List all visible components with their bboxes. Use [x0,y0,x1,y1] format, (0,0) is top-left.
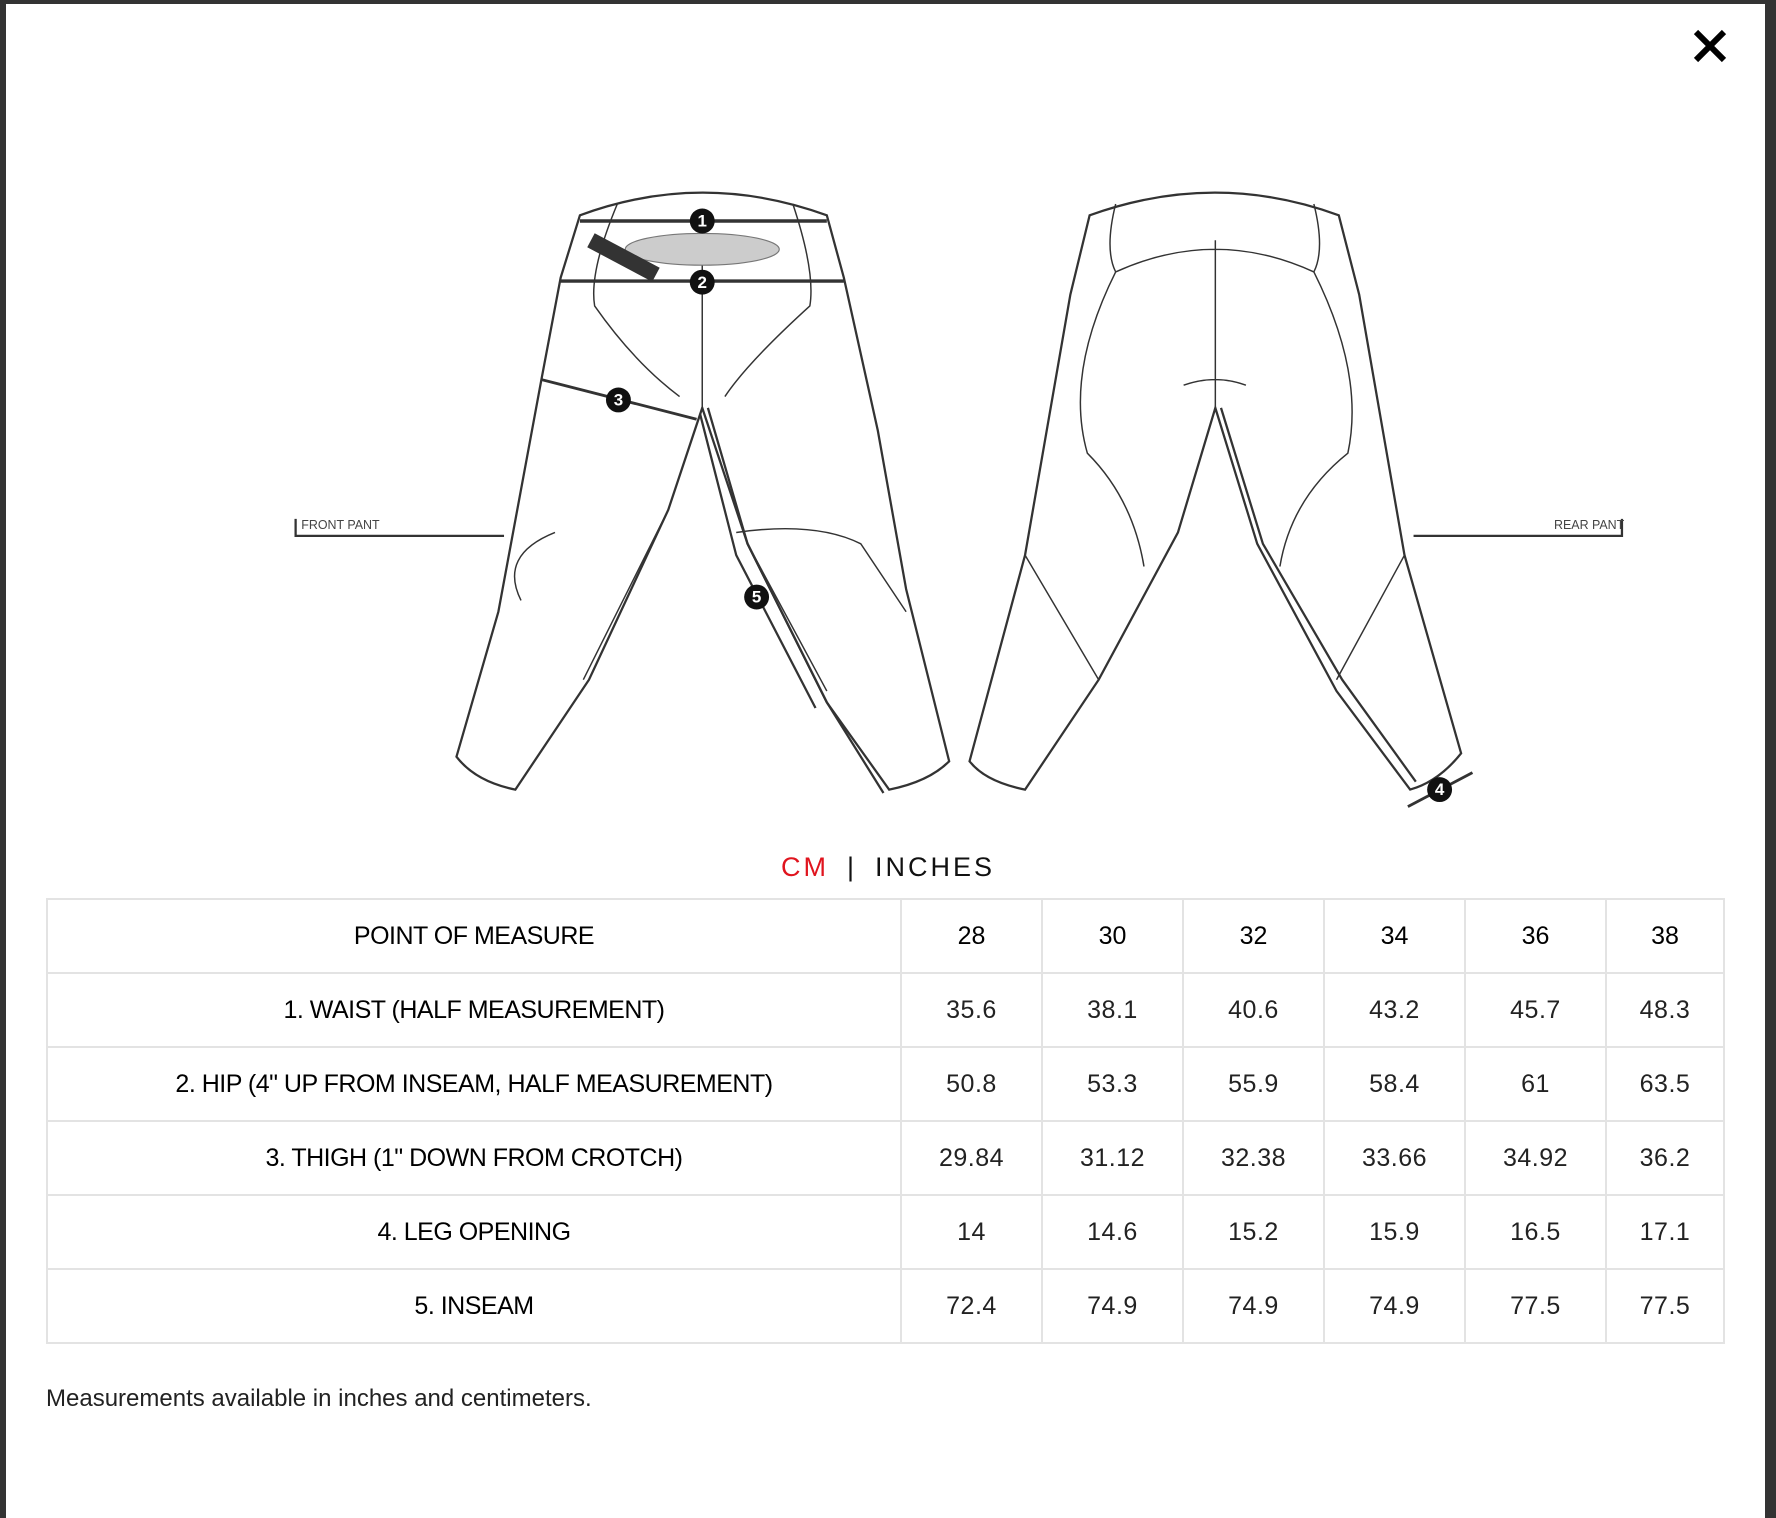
measurement-cell: 38.1 [1041,972,1184,1048]
row-label: 3. THIGH (1" DOWN FROM CROTCH) [46,1120,902,1196]
unit-cm-tab[interactable]: CM [780,852,829,882]
measurement-cell: 15.9 [1323,1194,1466,1270]
marker-5-label: 5 [752,588,761,607]
waist-buckle [587,233,660,282]
measurement-cell: 40.6 [1182,972,1325,1048]
measurement-cell: 43.2 [1323,972,1466,1048]
table-row: 2. HIP (4" UP FROM INSEAM, HALF MEASUREM… [46,1046,1725,1122]
header-size: 30 [1041,898,1184,974]
marker-1-icon [689,208,715,234]
marker-1-label: 1 [698,212,707,231]
measurement-cell: 72.4 [900,1268,1043,1344]
rear-pant-seams [1024,203,1406,681]
measurement-cell: 14.6 [1041,1194,1184,1270]
marker-2-icon [689,269,715,295]
measurement-note: Measurements available in inches and cen… [46,1385,592,1412]
front-label-line [294,518,505,537]
waist-shade [624,232,780,266]
measurement-cell: 58.4 [1323,1046,1466,1122]
measurement-cell: 61 [1464,1046,1607,1122]
measurement-cell: 53.3 [1041,1046,1184,1122]
measurement-cell: 55.9 [1182,1046,1325,1122]
measurement-cell: 29.84 [900,1120,1043,1196]
marker-3-label: 3 [614,391,623,410]
measurement-cell: 14 [900,1194,1043,1270]
header-size: 38 [1605,898,1725,974]
unit-toggle: CM | INCHES [0,852,1776,883]
front-pant-seams [513,203,907,692]
front-pant-inseam-stripe [698,407,885,794]
marker-5-icon [744,584,770,610]
measurement-cell: 74.9 [1182,1268,1325,1344]
header-size: 34 [1323,898,1466,974]
marker-4-icon [1427,777,1453,803]
row-label: 4. LEG OPENING [46,1194,902,1270]
marker-2-label: 2 [698,273,707,292]
header-size: 36 [1464,898,1607,974]
measurement-cell: 31.12 [1041,1120,1184,1196]
measurement-cell: 32.38 [1182,1120,1325,1196]
measurement-cell: 35.6 [900,972,1043,1048]
measurement-cell: 74.9 [1323,1268,1466,1344]
measurement-cell: 63.5 [1605,1046,1725,1122]
rear-label-line [1413,518,1624,537]
front-pant-outline [455,191,951,791]
background-page [1765,0,1776,1518]
front-pant-label: FRONT PANT [301,518,380,532]
measurement-cell: 77.5 [1464,1268,1607,1344]
measurement-cell: 33.66 [1323,1120,1466,1196]
measurement-cell: 48.3 [1605,972,1725,1048]
rear-pant-inseam-stripe [1219,407,1417,783]
unit-separator: | [846,852,857,882]
table-header-row: POINT OF MEASURE 28 30 32 34 36 38 [46,898,1725,974]
marker-4-label: 4 [1435,780,1445,799]
measurement-cell: 36.2 [1605,1120,1725,1196]
rear-pant-label: REAR PANT [1554,518,1625,532]
row-label: 2. HIP (4" UP FROM INSEAM, HALF MEASUREM… [46,1046,902,1122]
header-size: 28 [900,898,1043,974]
measurement-cell: 77.5 [1605,1268,1725,1344]
header-size: 32 [1182,898,1325,974]
close-icon[interactable] [1688,24,1732,68]
measurement-cell: 17.1 [1605,1194,1725,1270]
measurement-cell: 45.7 [1464,972,1607,1048]
size-chart-table: POINT OF MEASURE 28 30 32 34 36 38 1. WA… [46,898,1725,1344]
marker-3-icon [605,387,631,413]
measurement-cell: 50.8 [900,1046,1043,1122]
measurement-cell: 16.5 [1464,1194,1607,1270]
header-point-of-measure: POINT OF MEASURE [46,898,902,974]
measurement-cell: 74.9 [1041,1268,1184,1344]
measurement-cell: 34.92 [1464,1120,1607,1196]
row-label: 5. INSEAM [46,1268,902,1344]
rear-pant-outline [968,191,1463,791]
row-label: 1. WAIST (HALF MEASUREMENT) [46,972,902,1048]
measurement-cell: 15.2 [1182,1194,1325,1270]
unit-inches-tab[interactable]: INCHES [875,852,996,882]
